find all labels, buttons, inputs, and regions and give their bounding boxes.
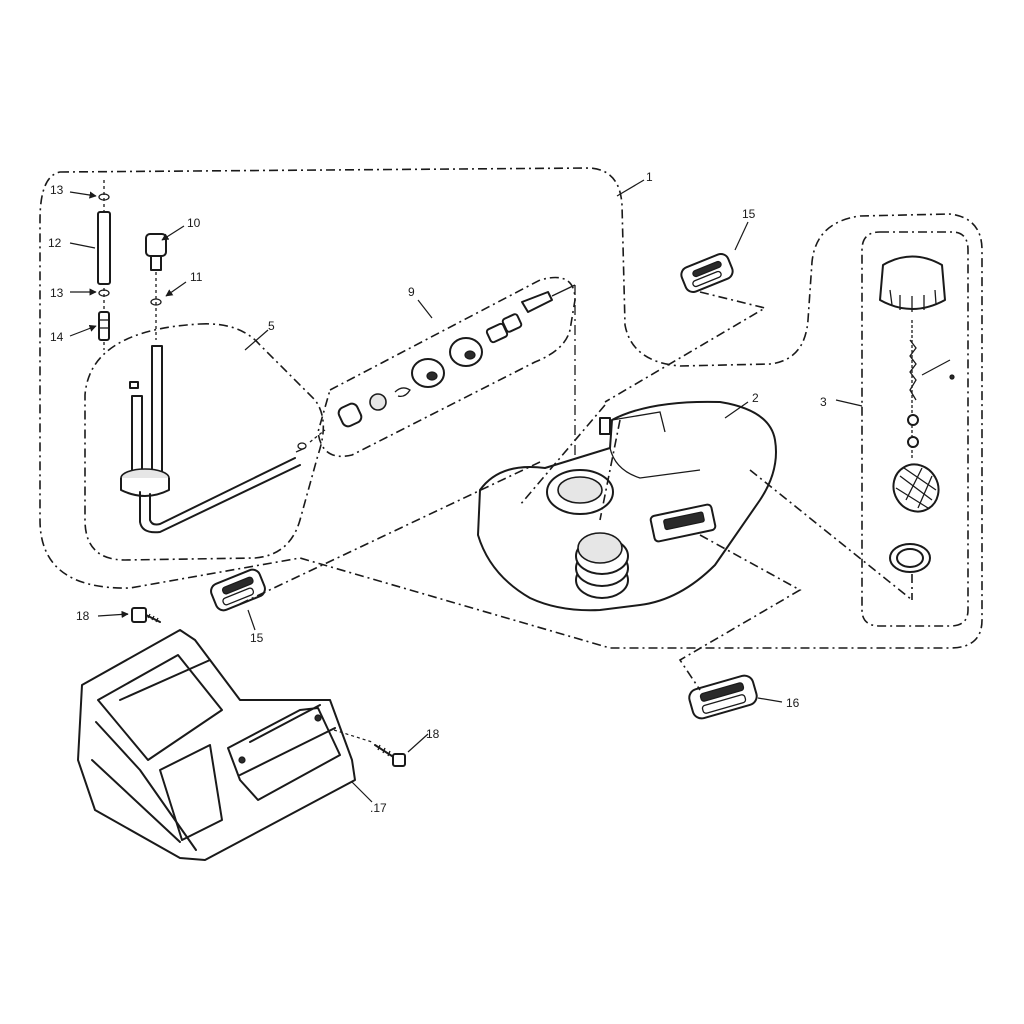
part-15-grommet-lower xyxy=(210,568,266,612)
callout-15-upper: 15 xyxy=(742,207,756,221)
part-3-fuel-cap-assembly xyxy=(879,255,955,600)
part-2-fuel-tank xyxy=(477,400,777,612)
callout-18-lower: 18 xyxy=(426,727,440,741)
leader-lines xyxy=(69,179,863,803)
callout-12: 12 xyxy=(48,236,62,250)
callout-10: 10 xyxy=(187,216,201,230)
callout-11: 11 xyxy=(190,270,203,284)
tank-filler-neck xyxy=(575,532,629,599)
callout-16: 16 xyxy=(786,696,800,710)
callout-2: 2 xyxy=(752,391,759,405)
part-18-bolt-upper xyxy=(131,607,161,623)
assembly-1-boundary xyxy=(39,167,983,649)
callout-5: 5 xyxy=(268,319,275,333)
callout-13-top: 13 xyxy=(50,183,64,197)
part-17-tank-frame xyxy=(77,629,356,861)
callout-15-lower: 15 xyxy=(250,631,264,645)
part-16-grommet xyxy=(688,674,758,720)
callout-17: .17 xyxy=(370,801,387,815)
callout-18-upper: 18 xyxy=(76,609,90,623)
callout-labels: 1 2 3 5 9 10 11 12 13 13 14 15 15 16 .17… xyxy=(48,170,827,815)
part-9-fuel-line-kit xyxy=(337,284,576,470)
assembly-5-boundary xyxy=(84,323,325,561)
assembly-3-boundary xyxy=(861,231,969,627)
callout-13-mid: 13 xyxy=(50,286,64,300)
callout-14: 14 xyxy=(50,330,64,344)
part-15-grommet-upper xyxy=(680,252,734,294)
part-5-pickup-assembly xyxy=(120,345,326,534)
callout-1: 1 xyxy=(646,170,653,184)
part-18-bolt-lower xyxy=(333,729,406,767)
callout-9: 9 xyxy=(408,285,415,299)
assembly-9-boundary xyxy=(317,276,576,457)
part-10-11-vent xyxy=(145,233,167,340)
part-12-13-14-stack xyxy=(97,180,111,350)
callout-3: 3 xyxy=(820,395,827,409)
assembly-connection-lines xyxy=(239,291,913,691)
